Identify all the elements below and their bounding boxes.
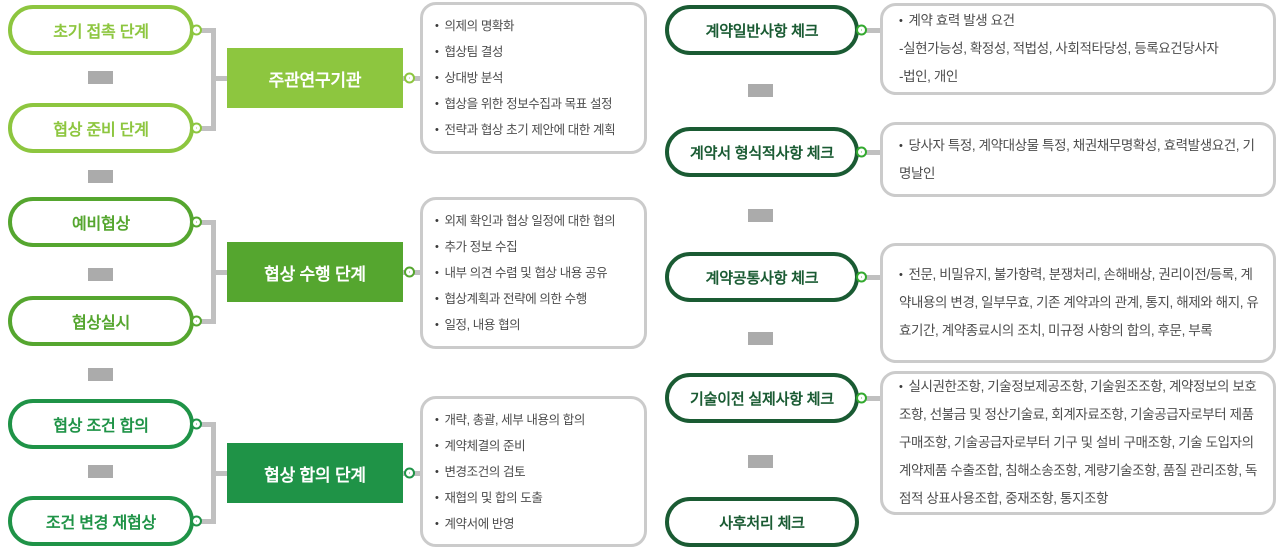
bullet-item: 일정, 내용 협의 <box>435 312 642 338</box>
connector-dot-icon <box>193 218 200 226</box>
bullet-item: 협상을 위한 정보수집과 목표 설정 <box>435 91 642 117</box>
box-label: 협상 합의 단계 <box>264 465 366 485</box>
connector-dot-icon <box>193 26 200 34</box>
bullet-item: 상대방 분석 <box>435 65 642 91</box>
bullet-item: 변경조건의 검토 <box>435 459 642 485</box>
note-box-formal-check: 당사자 특정, 계약대상물 특정, 채권채무명확성, 효력발생요건, 기명날인 <box>880 122 1276 197</box>
flow-separator <box>88 268 113 281</box>
note-box-agreement: 개략, 총괄, 세부 내용의 합의 계약체결의 준비 변경조건의 검토 재협의 … <box>420 396 647 547</box>
bullet-item: 개략, 총괄, 세부 내용의 합의 <box>435 407 642 433</box>
pill-label: 조건 변경 재협상 <box>45 515 157 532</box>
pill-negotiation-conduct: 협상실시 <box>8 296 200 346</box>
connector-line <box>197 28 216 33</box>
connector-line <box>211 471 227 476</box>
pill-label: 기술이전 실제사항 체크 <box>690 390 834 408</box>
flow-separator <box>748 84 773 97</box>
pill-renegotiation: 조건 변경 재협상 <box>8 496 200 546</box>
bullet-item: 계약 효력 발생 요건 <box>899 7 1261 35</box>
flow-separator <box>88 170 113 183</box>
pill-contract-formal-check: 계약서 형식적사항 체크 <box>665 127 865 177</box>
pill-negotiation-prep: 협상 준비 단계 <box>8 103 200 153</box>
pill-label: 사후처리 체크 <box>719 514 805 532</box>
connector-dot-icon <box>406 469 413 477</box>
bullet-item: 재협의 및 합의 도출 <box>435 485 642 511</box>
bullet-item: 의제의 명확화 <box>435 13 642 39</box>
connector-dot-icon <box>858 148 865 156</box>
connector-dot-icon <box>193 517 200 525</box>
connector-dot-icon <box>193 124 200 132</box>
note-box-performing: 외제 확인과 협상 일정에 대한 협의 추가 정보 수집 내부 의견 수렴 및 … <box>420 197 647 349</box>
sub-item: -실현가능성, 확정성, 적법성, 사회적타당성, 등록요건당사자 <box>899 41 1219 56</box>
connector-line <box>197 220 216 225</box>
bullet-item: 내부 의견 수렴 및 협상 내용 공유 <box>435 260 642 286</box>
connector-line <box>197 319 216 324</box>
bullet-item: 전문, 비밀유지, 불가항력, 분쟁처리, 손해배상, 권리이전/등록, 계약내… <box>899 261 1261 345</box>
bullet-item: 추가 정보 수집 <box>435 234 642 260</box>
box-negotiation-agreement-stage: 협상 합의 단계 <box>227 443 413 503</box>
bullet-item: 외제 확인과 협상 일정에 대한 협의 <box>435 208 642 234</box>
pill-contract-common-check: 계약공통사항 체크 <box>665 252 865 302</box>
flow-separator <box>748 209 773 222</box>
box-negotiation-performing-stage: 협상 수행 단계 <box>227 242 413 302</box>
bullet-item: 계약체결의 준비 <box>435 433 642 459</box>
note-box-common-check: 전문, 비밀유지, 불가항력, 분쟁처리, 손해배상, 권리이전/등록, 계약내… <box>880 243 1276 363</box>
pill-label: 협상 조건 합의 <box>53 418 149 435</box>
pill-label: 협상실시 <box>71 315 131 332</box>
box-label: 주관연구기관 <box>268 70 362 90</box>
bullet-item: 계약서에 반영 <box>435 511 642 537</box>
box-lead-research-org: 주관연구기관 <box>227 48 413 108</box>
connector-line <box>859 275 880 280</box>
pill-label: 계약일반사항 체크 <box>705 22 819 40</box>
sub-item: -법인, 개인 <box>899 69 958 84</box>
connector-line <box>197 519 216 524</box>
pill-label: 협상 준비 단계 <box>53 122 149 139</box>
pill-contract-general-check: 계약일반사항 체크 <box>665 5 865 55</box>
pill-terms-agreement: 협상 조건 합의 <box>8 399 200 449</box>
connector-dot-icon <box>406 268 413 276</box>
bullet-item: 실시권한조항, 기술정보제공조항, 기술원조조항, 계약정보의 보호조항, 선불… <box>899 373 1261 513</box>
flow-separator <box>748 332 773 345</box>
pill-tech-transfer-check: 기술이전 실제사항 체크 <box>665 373 865 423</box>
connector-line <box>859 150 880 155</box>
flow-separator <box>88 465 113 478</box>
connector-line <box>197 422 216 427</box>
note-box-initial: 의제의 명확화 협상팀 결성 상대방 분석 협상을 위한 정보수집과 목표 설정… <box>420 2 647 154</box>
bullet-item: 전략과 협상 초기 제안에 대한 계획 <box>435 117 642 143</box>
pill-preliminary-negotiation: 예비협상 <box>8 197 200 247</box>
connector-line <box>859 28 880 33</box>
connector-line <box>211 270 227 275</box>
pill-label: 초기 접촉 단계 <box>53 24 149 41</box>
pill-label: 계약공통사항 체크 <box>705 269 819 287</box>
connector-dot-icon <box>406 74 413 82</box>
note-box-tech-transfer-check: 실시권한조항, 기술정보제공조항, 기술원조조항, 계약정보의 보호조항, 선불… <box>880 371 1276 515</box>
bullet-item: 협상계획과 전략에 의한 수행 <box>435 286 642 312</box>
flow-separator <box>88 71 113 84</box>
pill-label: 예비협상 <box>71 216 131 233</box>
note-box-general-check: 계약 효력 발생 요건 -실현가능성, 확정성, 적법성, 사회적타당성, 등록… <box>880 3 1276 95</box>
connector-dot-icon <box>193 317 200 325</box>
connector-dot-icon <box>858 394 865 402</box>
bullet-item: 협상팀 결성 <box>435 39 642 65</box>
box-label: 협상 수행 단계 <box>264 264 366 284</box>
connector-dot-icon <box>858 273 865 281</box>
flow-separator <box>748 455 773 468</box>
pill-initial-contact: 초기 접촉 단계 <box>8 5 200 55</box>
pill-post-processing-check: 사후처리 체크 <box>665 497 859 547</box>
connector-dot-icon <box>858 26 865 34</box>
pill-label: 계약서 형식적사항 체크 <box>690 144 834 162</box>
connector-line <box>211 76 227 81</box>
connector-line <box>197 126 216 131</box>
connector-dot-icon <box>193 420 200 428</box>
connector-line <box>859 396 880 401</box>
bullet-item: 당사자 특정, 계약대상물 특정, 채권채무명확성, 효력발생요건, 기명날인 <box>899 132 1261 188</box>
flow-separator <box>88 368 113 381</box>
